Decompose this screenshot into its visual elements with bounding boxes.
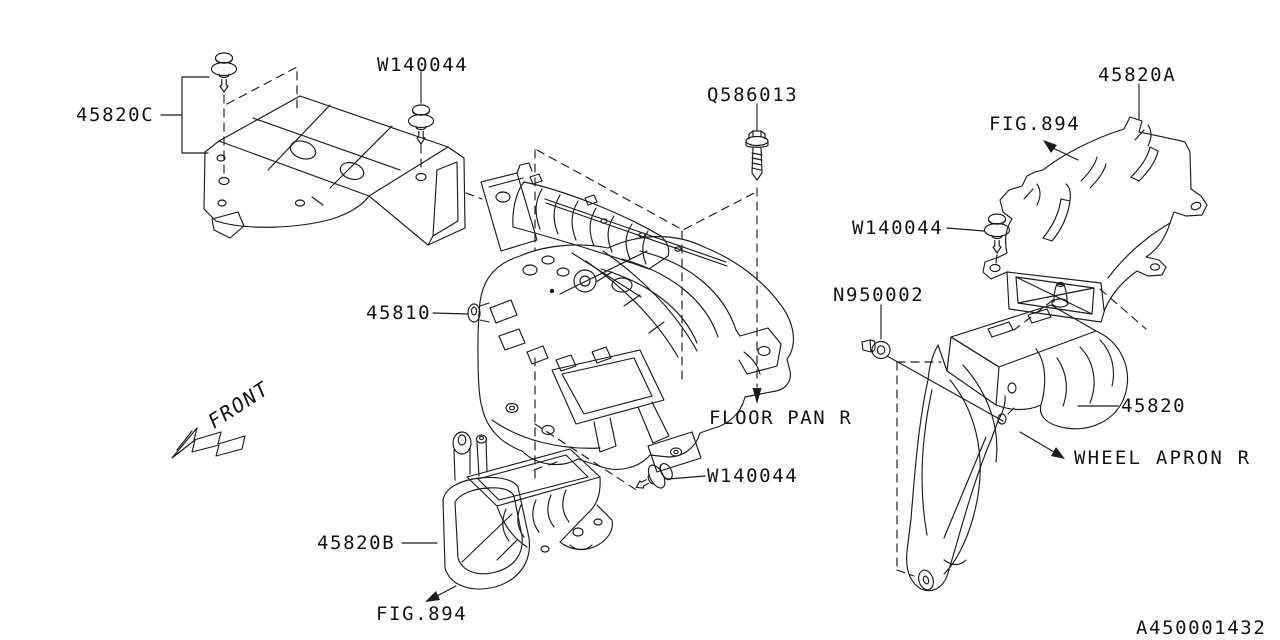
wheel-apron-arrow-icon (1051, 447, 1065, 459)
part-label-45820[interactable]: 45820 (1121, 395, 1187, 417)
fastener-label-w140044-top[interactable]: W140044 (377, 54, 469, 76)
part-label-45820c[interactable]: 45820C (76, 104, 155, 126)
nut-n950002-icon (861, 339, 891, 360)
phantom-lines (223, 66, 1147, 577)
part-label-45810[interactable]: 45810 (366, 302, 432, 324)
part-label-45820b[interactable]: 45820B (317, 532, 396, 554)
fastener-label-w140044-lower[interactable]: W140044 (707, 465, 799, 487)
duct-45820c-drawing (203, 95, 466, 246)
wheel-apron-bracket-drawing (906, 344, 1015, 592)
fig894-right-arrow-icon (1043, 140, 1057, 153)
fastener-label-w140044-side[interactable]: W140044 (852, 217, 944, 239)
figure-ref-label-894-right[interactable]: FIG.894 (989, 113, 1081, 135)
fig894-bottom-arrow-icon (425, 591, 440, 602)
fastener-label-q586013[interactable]: Q586013 (707, 84, 799, 106)
clip-w140044-top-left-icon (210, 52, 238, 93)
leader-lines (160, 71, 1140, 597)
figure-ref-label-894-bottom[interactable]: FIG.894 (376, 603, 468, 625)
fastener-label-n950002[interactable]: N950002 (833, 284, 925, 306)
part-label-45820a[interactable]: 45820A (1098, 64, 1177, 86)
duct-45820-drawing (946, 304, 1129, 430)
cover-45820a-drawing (982, 116, 1208, 323)
duct-45820b-drawing (442, 431, 613, 590)
case-45810-drawing (467, 236, 794, 473)
drawing-number: A450001432 (1136, 617, 1267, 639)
floor-pan-label: FLOOR PAN R (709, 407, 853, 429)
intake-hose-drawing (480, 162, 728, 270)
screw-q586013-icon (745, 130, 769, 181)
floor-pan-arrow-icon (752, 388, 762, 404)
wheel-apron-label: WHEEL APRON R (1074, 447, 1252, 469)
front-arrow-icon (171, 427, 246, 459)
